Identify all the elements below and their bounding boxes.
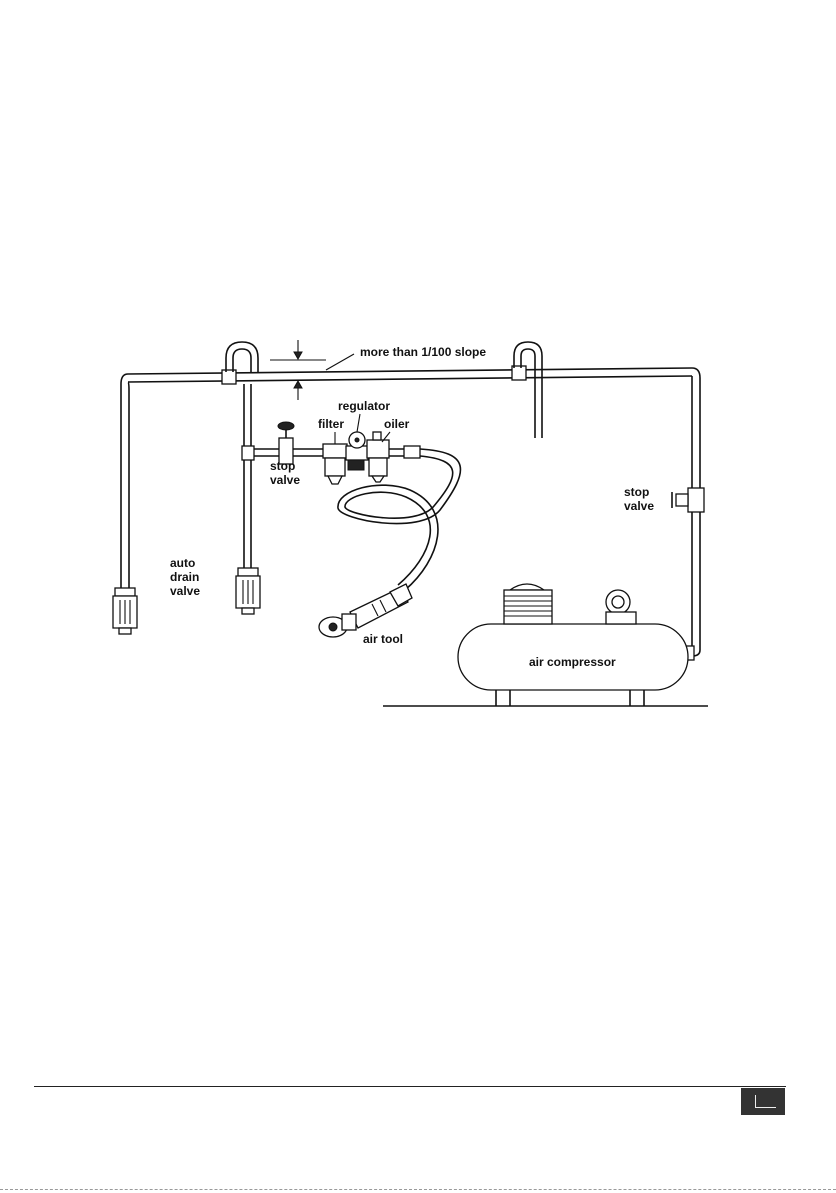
frl-unit bbox=[323, 432, 420, 484]
auto-drain-label-line1: auto bbox=[170, 556, 195, 570]
air-compressor bbox=[383, 584, 708, 706]
air-tool bbox=[319, 584, 412, 637]
air-compressor-label: air compressor bbox=[529, 655, 616, 669]
oiler-label: oiler bbox=[384, 417, 410, 431]
auto-drain-bowl-left bbox=[113, 588, 137, 634]
corner-page-icon bbox=[741, 1088, 785, 1115]
page-bottom-edge bbox=[0, 1189, 836, 1192]
stop-valve-left-label-line2: valve bbox=[270, 473, 300, 487]
regulator-label: regulator bbox=[338, 399, 390, 413]
auto-drain-bowl-right bbox=[236, 568, 260, 614]
stop-valve-left-label-line1: stop bbox=[270, 459, 295, 473]
footer-rule bbox=[34, 1086, 786, 1087]
slope-label: more than 1/100 slope bbox=[360, 345, 486, 359]
stop-valve-left bbox=[278, 422, 294, 464]
stop-valve-right bbox=[672, 488, 704, 512]
arrow-up-icon bbox=[294, 381, 302, 388]
slope-indicator bbox=[270, 340, 354, 400]
stop-valve-right-label-line2: valve bbox=[624, 499, 654, 513]
filter-label: filter bbox=[318, 417, 344, 431]
u-bend-right bbox=[514, 342, 542, 438]
air-tool-label: air tool bbox=[363, 632, 403, 646]
auto-drain-label-line2: drain bbox=[170, 570, 199, 584]
u-bend-left bbox=[226, 342, 258, 372]
arrow-down-icon bbox=[294, 352, 302, 359]
auto-drain-label-line3: valve bbox=[170, 584, 200, 598]
stop-valve-right-label-line1: stop bbox=[624, 485, 649, 499]
